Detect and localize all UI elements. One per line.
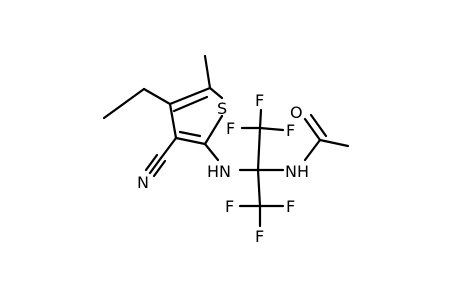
bond-c2-c3 (174, 136, 207, 146)
bond-nitrile-b (144, 153, 159, 172)
bond-ethyl-ch2 (142, 87, 172, 106)
bond-s-c2 (203, 114, 224, 146)
bond-ethyl-ch3 (102, 87, 146, 120)
bond-c2-c3-double (178, 130, 202, 138)
bond-cq-cf3-bottom (256, 168, 262, 208)
bond-carbonyl-methyl (318, 138, 350, 148)
bond-c3-c4 (168, 102, 178, 140)
atom-fluorine: F (255, 91, 264, 110)
atom-sulfur: S (217, 99, 227, 118)
bond-c4-c5-double (172, 95, 209, 113)
atom-fluorine: F (225, 197, 234, 216)
bond-nh-carbonyl (303, 138, 322, 162)
bond-nitrile-a (148, 156, 163, 175)
bond-cq-cf3-top (256, 126, 262, 172)
atom-fluorine: F (226, 119, 235, 138)
atom-fluorine: F (286, 121, 295, 140)
bond-c4-c5 (168, 86, 212, 106)
atom-nitrile-nitrogen: N (137, 173, 149, 192)
bond-nitrile-c (152, 159, 167, 178)
bond-c5-s (208, 86, 224, 100)
bond-ring-methyl (203, 54, 212, 90)
bond-cf3-top-f-mid (258, 108, 263, 130)
bond-c3-cn (159, 136, 178, 160)
atom-carbonyl-oxygen: O (290, 103, 303, 122)
bond-cf3-top-f-right (258, 126, 285, 132)
atom-fluorine: F (255, 227, 264, 246)
atom-fluorine: F (286, 197, 295, 216)
atom-nh-left: HN (207, 162, 231, 181)
bond-c2-nh (203, 142, 220, 162)
bond-co-b (309, 113, 328, 138)
bond-co-a (303, 117, 322, 142)
atom-nh-right: NH (285, 162, 309, 181)
